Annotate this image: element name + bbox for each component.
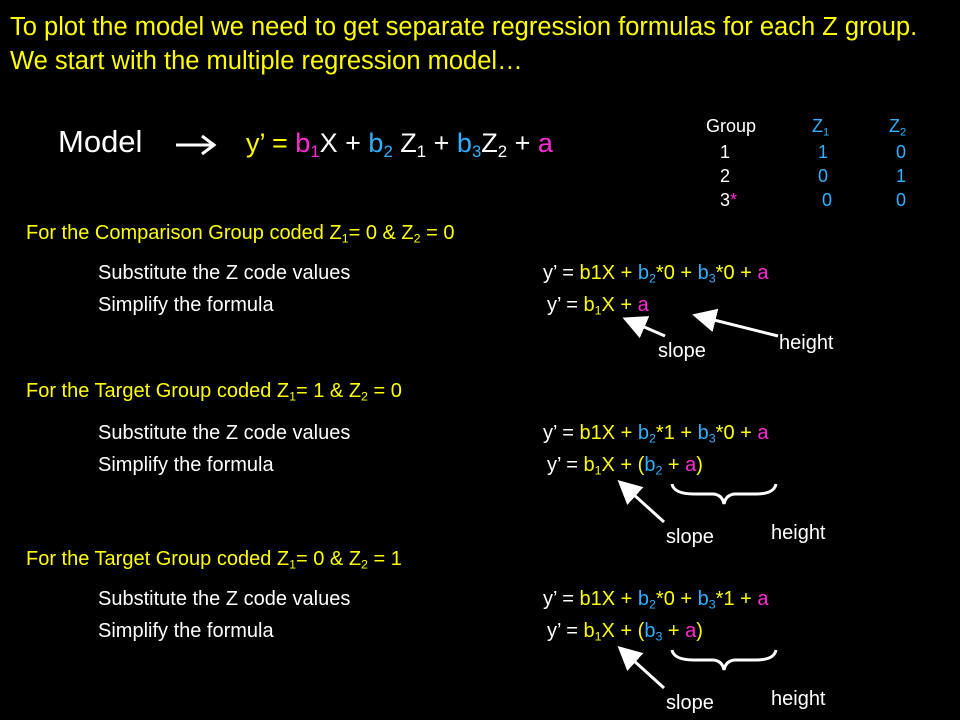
slope-arrow [622,316,666,339]
slope-label: slope [666,526,714,548]
step-simplify: Simplify the formula [98,454,274,476]
table-cell-group: 3* [720,190,738,210]
step-simplify: Simplify the formula [98,620,274,642]
model-formula: y’ = b1X + b2 Z1 + b3Z2 + a [246,128,553,162]
table-header-group: Group [706,116,757,136]
table-cell-group: 2 [720,166,731,186]
table-header-z2: Z2 [889,116,907,139]
height-label: height [771,522,826,544]
height-label: height [779,332,834,354]
comparison-star: * [730,190,738,210]
height-arrow [692,308,779,338]
section-title: For the Target Group coded Z1= 0 & Z2 = … [26,548,402,572]
table-cell-z1: 1 [818,142,829,162]
formula-plus1: + [433,128,450,158]
substituted-equation: y’ = b1X + b2*0 + b3*0 + a [543,262,769,286]
section-title: For the Comparison Group coded Z1= 0 & Z… [26,222,455,246]
step-substitute: Substitute the Z code values [98,262,351,284]
model-label: Model [58,124,142,160]
slide-heading: To plot the model we need to get separat… [10,13,918,75]
table-cell-z1: 0 [822,190,833,210]
slope-arrow [617,645,666,690]
simplified-equation: y’ = b1X + a [547,294,649,318]
formula-a: a [537,128,553,158]
formula-plus2: + [514,128,531,158]
table-cell-z2: 0 [896,142,907,162]
section-title: For the Target Group coded Z1= 1 & Z2 = … [26,380,402,404]
simplified-equation: y’ = b1X + (b2 + a) [547,454,703,478]
formula-lhs: y’ = [246,128,288,158]
formula-b1: b1 [295,128,320,162]
slope-label: slope [666,692,714,714]
simplified-equation: y’ = b1X + (b3 + a) [547,620,703,644]
step-substitute: Substitute the Z code values [98,588,351,610]
table-cell-z2: 1 [896,166,907,186]
formula-b2: b2 [368,128,393,162]
height-label: height [771,688,826,710]
substituted-equation: y’ = b1X + b2*1 + b3*0 + a [543,422,769,446]
height-brace [670,483,778,505]
step-simplify: Simplify the formula [98,294,274,316]
table-cell-z1: 0 [818,166,829,186]
slope-arrow [617,479,666,524]
formula-x: X + [319,128,361,158]
table-cell-z2: 0 [896,190,907,210]
formula-b3z2: b3Z2 [456,128,508,162]
table-cell-group: 1 [720,142,731,162]
table-header-z1: Z1 [812,116,830,139]
model-word: Model [58,124,143,159]
formula-z1: Z1 [400,128,427,162]
substituted-equation: y’ = b1X + b2*0 + b3*1 + a [543,588,769,612]
step-substitute: Substitute the Z code values [98,422,351,444]
slope-label: slope [658,340,706,362]
right-arrow-icon [176,134,217,156]
height-brace [670,649,778,671]
